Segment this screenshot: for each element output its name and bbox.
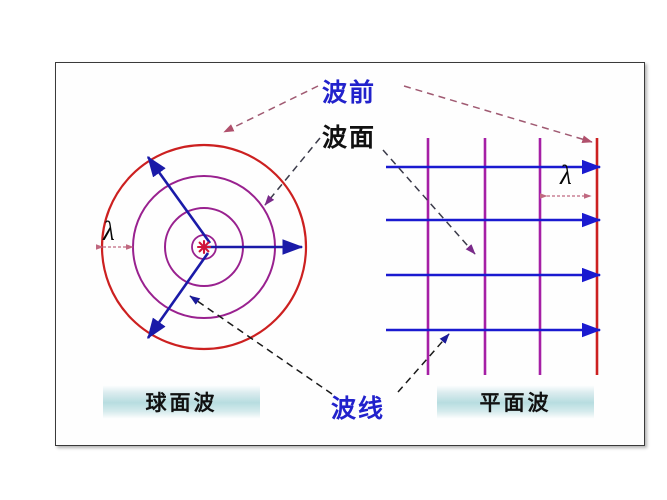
label-wavefront: 波前 xyxy=(322,80,377,107)
label-wavesurface: 波面 xyxy=(322,125,377,152)
lambda-label-right: λ xyxy=(560,160,572,190)
lambda-label-left: λ xyxy=(103,216,115,246)
caption-plane-wave: 平面波 xyxy=(437,385,594,419)
label-waveline: 波线 xyxy=(331,396,386,423)
caption-spherical-wave: 球面波 xyxy=(103,385,260,419)
